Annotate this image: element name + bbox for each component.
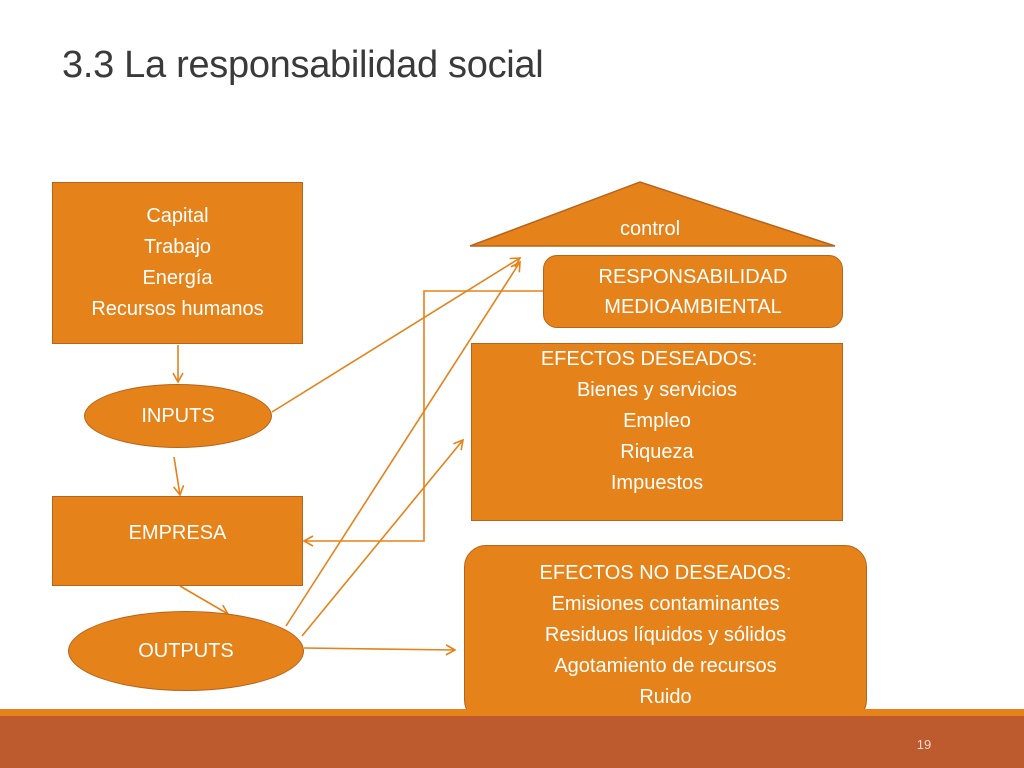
resources-line: Recursos humanos [91, 298, 264, 320]
resources-line: Trabajo [143, 236, 212, 258]
efectos-no-deseados-box: EFECTOS NO DESEADOS: Emisiones contamina… [464, 545, 867, 722]
inputs-node: INPUTS [84, 384, 272, 448]
responsabilidad-box: RESPONSABILIDAD MEDIOAMBIENTAL [543, 255, 843, 328]
page-number: 19 [916, 737, 932, 752]
arrow-outputs-to-efectos-deseados [301, 438, 465, 637]
footer-accent-line [0, 709, 1024, 716]
arrow-empresa-to-outputs [179, 585, 230, 615]
arrow-outputs-to-control [285, 260, 521, 627]
efectos-no-deseados-item: Residuos líquidos y sólidos [544, 624, 787, 646]
arrow-inputs-to-control [271, 257, 522, 413]
slide-title: 3.3 La responsabilidad social [62, 44, 544, 86]
efectos-deseados-box: EFECTOS DESEADOS: Bienes y servicios Emp… [471, 343, 843, 521]
responsabilidad-line: RESPONSABILIDAD [598, 265, 788, 288]
empresa-label: EMPRESA [128, 521, 227, 544]
efectos-deseados-item: Impuestos [610, 472, 704, 494]
resources-box: Capital Trabajo Energía Recursos humanos [52, 182, 303, 344]
footer-band [0, 716, 1024, 768]
control-label: control [619, 218, 681, 240]
efectos-deseados-item: Riqueza [620, 441, 694, 463]
resources-line: Energía [142, 267, 213, 289]
efectos-deseados-heading: EFECTOS DESEADOS: [540, 348, 758, 370]
efectos-deseados-item: Bienes y servicios [576, 379, 738, 401]
efectos-no-deseados-heading: EFECTOS NO DESEADOS: [539, 562, 792, 584]
outputs-node: OUTPUTS [68, 611, 304, 691]
efectos-no-deseados-item: Emisiones contaminantes [551, 593, 780, 615]
empresa-box: EMPRESA [52, 496, 303, 586]
control-roof-shape [469, 181, 836, 247]
arrow-inputs-to-empresa [173, 456, 185, 497]
inputs-label: INPUTS [141, 404, 215, 427]
arrow-responsabilidad-to-empresa [302, 290, 543, 547]
outputs-label: OUTPUTS [138, 639, 234, 662]
arrow-outputs-to-efectos-no-deseados [303, 644, 457, 656]
resources-line: Capital [146, 205, 209, 227]
responsabilidad-line: MEDIOAMBIENTAL [604, 295, 782, 318]
efectos-no-deseados-item: Agotamiento de recursos [554, 655, 777, 677]
efectos-no-deseados-item: Ruido [639, 686, 692, 708]
efectos-deseados-item: Empleo [623, 410, 691, 432]
